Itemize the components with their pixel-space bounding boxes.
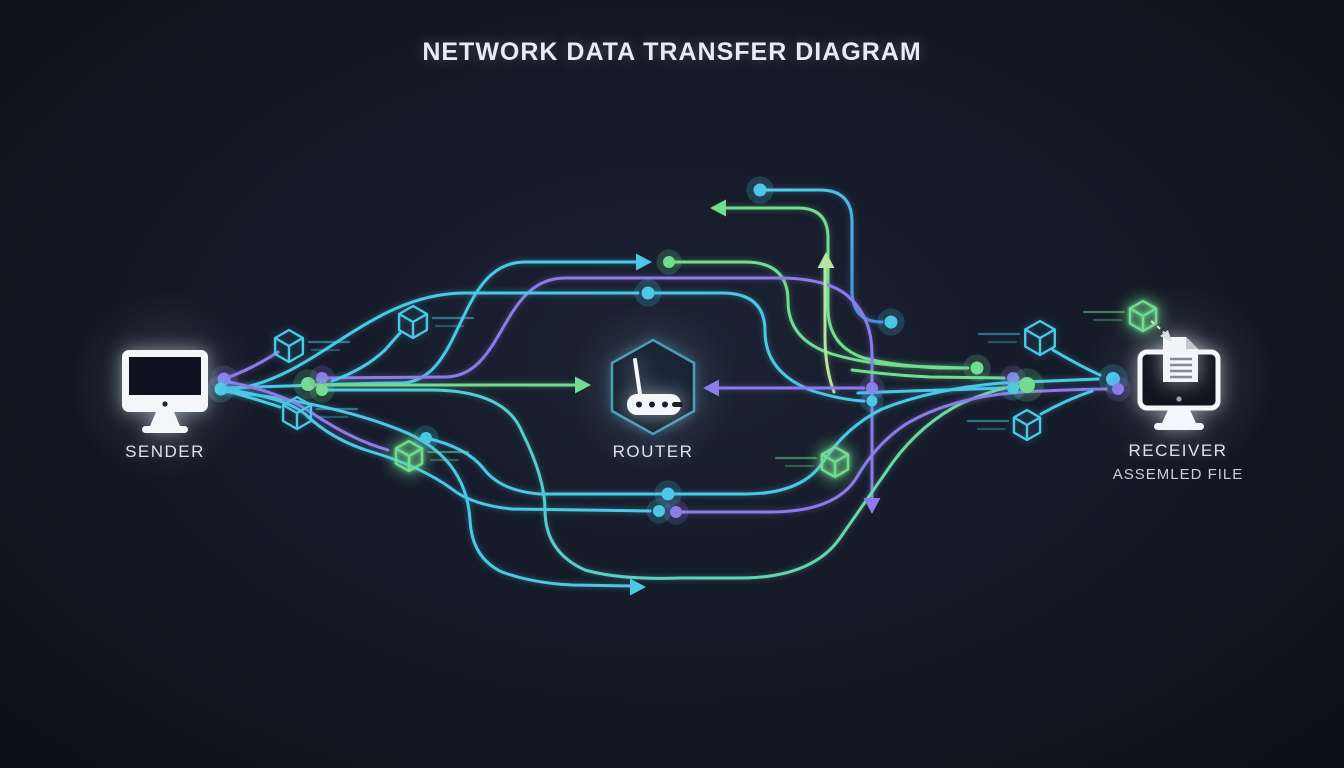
junction-dot [670,506,682,518]
cube-icon [820,445,850,479]
junction-dot [663,256,675,268]
packet-cube-cyan [281,395,313,431]
junction-dot [420,432,432,444]
sender-label: SENDER [125,442,205,461]
flow-connector-cube3 [330,331,402,383]
monitor-camera-dot [162,401,168,407]
receiver-sublabel: ASSEMLED FILE [1112,466,1244,483]
cube-icon [1128,299,1158,333]
arrowhead-right [575,376,591,394]
flow-path-purple-over-top [319,276,874,500]
junction-dot [641,286,655,300]
junction-dot [866,395,878,407]
flow-paths [219,188,1108,588]
junction-dot [316,384,328,396]
router-port [672,402,683,407]
junction-dot [1106,372,1120,386]
junction-dot [866,382,878,394]
flow-path-blue-hook [758,188,884,324]
junction-dot [214,382,228,396]
receiver-base [1154,423,1204,430]
junction-dot [1112,383,1124,395]
packet-cube-cyan [397,304,429,340]
document-icon [1163,337,1198,382]
junction-dot [316,372,328,384]
diagram-title: NETWORK DATA TRANSFER DIAGRAM [422,38,922,66]
arrowhead-left [710,199,726,217]
receiver-label: RECEIVER [1128,441,1228,460]
router-led-3 [662,401,668,408]
sender-monitor-icon [122,350,208,433]
receiver-node [1137,320,1221,430]
cube-icon [1012,408,1042,442]
junction-dot [301,377,315,391]
flow-connector-cube6 [1051,348,1102,377]
router-label: ROUTER [612,442,694,461]
flow-path-left-arrow-green [716,206,970,370]
packet-cube-green [820,445,850,479]
router-node [610,338,696,436]
junction-dot [753,183,767,197]
flow-path-right-green-stub [850,368,1006,380]
packet-cubes [273,299,1158,479]
junction-dot [1019,377,1035,393]
junction-dot [970,361,984,375]
flow-path-bottom-loop [320,384,1020,580]
document-fold [1186,337,1198,349]
cube-icon [273,328,305,364]
receiver-stand [1162,410,1196,423]
flow-path-mid-cyan-b [646,291,866,403]
monitor-screen [129,357,201,395]
arrowhead-down [863,498,881,514]
router-led-1 [636,401,642,408]
junction-dots [207,176,1131,525]
dashed-arrowhead [1160,330,1172,342]
packet-trails [307,310,1126,468]
flow-arrowheads [575,199,881,596]
flow-connector-cube7 [1039,389,1094,416]
router-antenna [633,358,642,396]
junction-dot [661,487,675,501]
packet-into-file-arrow [1150,320,1172,342]
packet-cube-cyan [273,328,305,364]
packet-cube-cyan [1012,408,1042,442]
junction-dot [653,505,665,517]
router-icon [627,358,683,415]
junction-dot [884,315,898,329]
arrowhead-left [703,379,719,397]
monitor-base [142,426,188,433]
packet-cube-green [394,439,424,473]
junction-dot [217,372,231,386]
flow-path-under-router [424,377,1100,496]
junction-dot [1007,372,1019,384]
cube-icon [281,395,313,431]
junction-dot [1007,382,1019,394]
flow-path-low-cyan [219,387,652,513]
flow-path-mid-cyan-a [219,291,640,392]
arrowhead-right [636,253,652,271]
router-led-2 [649,401,655,408]
arrowhead-right [630,578,646,596]
cube-icon [394,439,424,473]
flow-path-purple-right [674,387,1108,514]
monitor-stand [150,412,180,426]
arrowhead-up [817,252,835,268]
receiver-camera-dot [1176,396,1182,402]
cube-icon [397,304,429,340]
packet-cube-green [1128,299,1158,333]
flow-path-top-cyan [219,260,639,390]
packet-cube-cyan [1024,319,1056,357]
cube-icon [1024,319,1056,357]
